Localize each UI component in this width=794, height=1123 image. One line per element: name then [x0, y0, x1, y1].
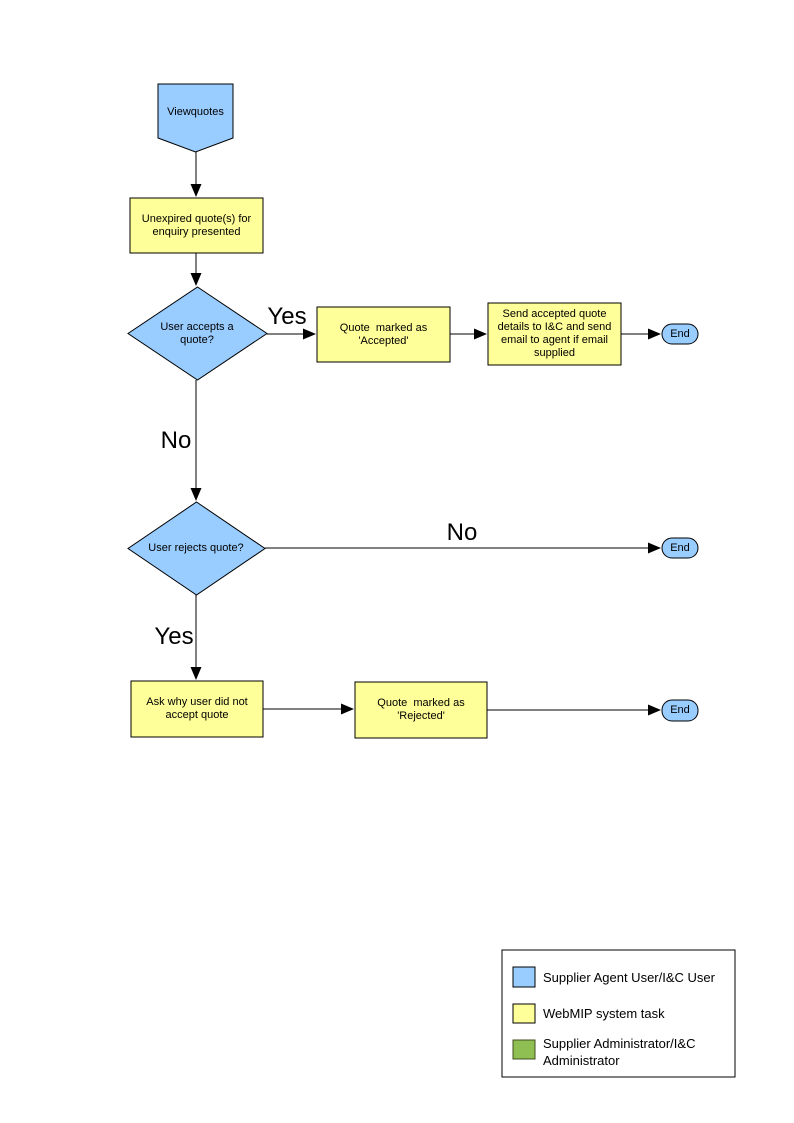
mark-accepted-node-shape — [316, 306, 451, 363]
mark-rejected-node-shape — [354, 681, 488, 739]
legend-swatch-admin — [512, 1039, 536, 1060]
end-reject-node-shape — [661, 699, 699, 722]
send-details-node-shape — [487, 302, 622, 366]
end-accept-node-shape — [661, 323, 699, 345]
ask-why-node-shape — [130, 680, 264, 738]
start-node-shape — [157, 83, 234, 153]
accept-decision-shape — [127, 286, 268, 381]
legend-swatch-user — [512, 966, 536, 988]
unexpired-node-shape — [129, 197, 264, 254]
reject-decision-shape — [127, 501, 266, 596]
end-no-reject-node-shape — [661, 537, 699, 559]
legend-swatch-system — [512, 1003, 536, 1024]
legend-box — [501, 949, 736, 1078]
